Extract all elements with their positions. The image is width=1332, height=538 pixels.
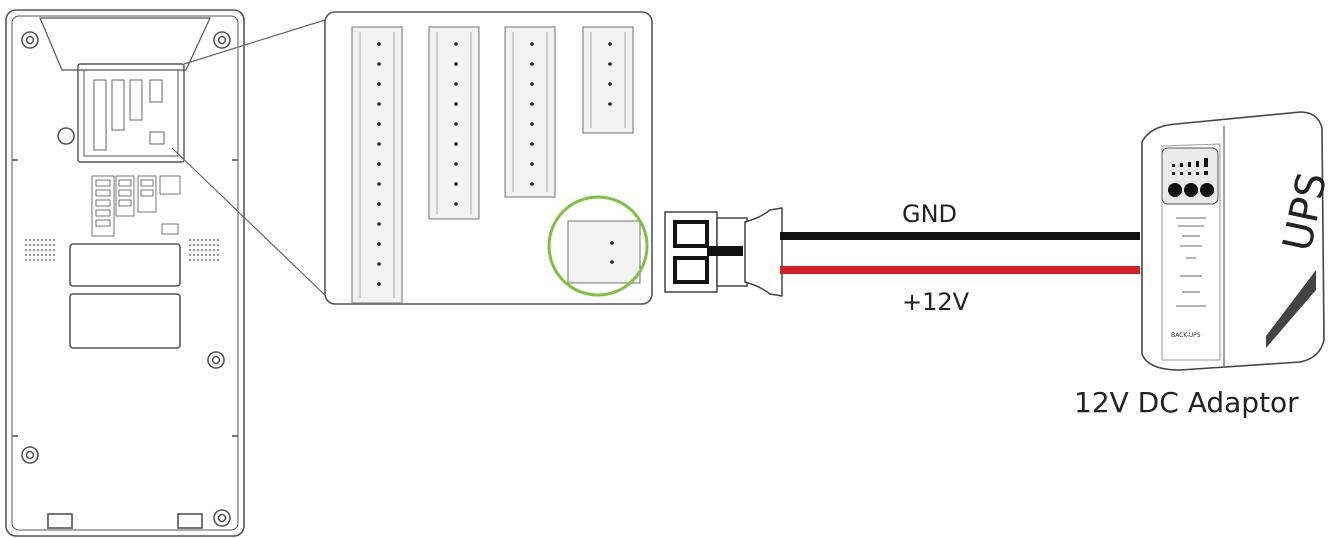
adaptor-label: 12V DC Adaptor <box>1074 386 1299 419</box>
zoom-callout-lines <box>171 19 331 301</box>
device-back-panel-icon <box>5 9 245 537</box>
power-port-highlight <box>547 195 649 297</box>
gnd-label: GND <box>902 200 957 228</box>
terminal-board-zoom <box>324 11 653 305</box>
plus-12v-label: +12V <box>902 288 970 316</box>
ups-model-text: BACK-UPS <box>1171 332 1201 339</box>
dc-plug-icon <box>664 207 783 297</box>
ups-adaptor-icon: BACK-UPS UPS <box>1141 111 1332 371</box>
